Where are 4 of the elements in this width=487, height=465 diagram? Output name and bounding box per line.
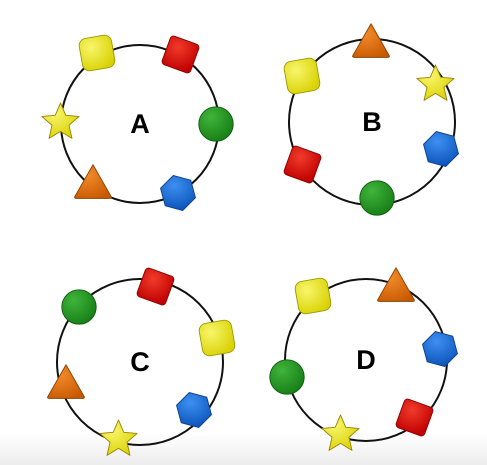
- ring-label: B: [362, 106, 382, 138]
- ring-label: A: [130, 108, 150, 140]
- ring-label: D: [356, 344, 376, 376]
- ring-label: C: [130, 346, 150, 378]
